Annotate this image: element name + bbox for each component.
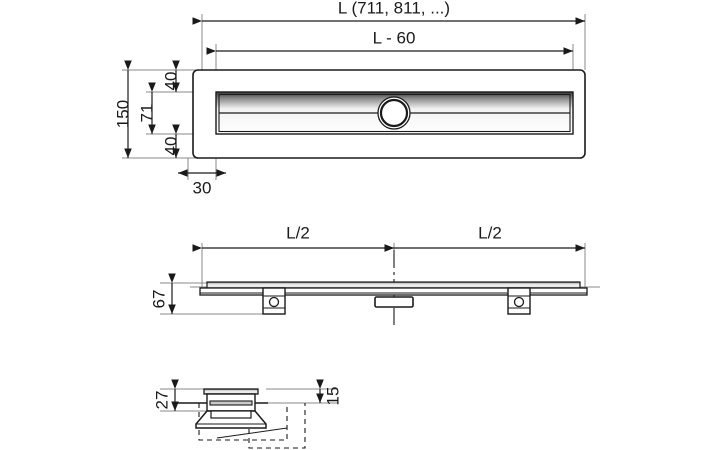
detail-height-right-label: 15 [323, 387, 342, 406]
foot-bolt-hole-right [513, 296, 525, 308]
center-outlet-spigot [374, 296, 414, 308]
detail-foot-band [209, 400, 253, 406]
grate-length-label: L - 60 [373, 28, 416, 47]
side-height-label: 67 [149, 290, 168, 309]
inner-height-label: 71 [137, 104, 156, 123]
detail-foot-cap [203, 388, 259, 395]
detail-view-group: 27 15 [152, 379, 342, 449]
mounting-foot-left [262, 287, 286, 315]
foot-bolt-hole-left [268, 296, 280, 308]
side-channel-body [199, 287, 588, 296]
total-height-label: 150 [113, 100, 132, 128]
detail-foot-body [195, 388, 267, 429]
offset-top-label: 40 [161, 72, 180, 91]
half-length-right-label: L/2 [478, 223, 502, 242]
detail-leader-line [216, 427, 288, 439]
detail-foot-inner-box [210, 410, 252, 419]
side-view-group: L/2 L/2 67 [149, 223, 600, 325]
mounting-foot-right [507, 287, 531, 315]
end-width-label: 30 [193, 178, 212, 197]
detail-height-left-label: 27 [152, 391, 171, 410]
offset-bottom-label: 40 [161, 137, 180, 156]
overall-length-label: L (711, 811, ...) [338, 0, 450, 17]
top-view-group: L (711, 811, ...) L - 60 150 71 40 40 30 [113, 0, 586, 197]
side-top-flange [206, 281, 581, 289]
half-length-left-label: L/2 [286, 223, 310, 242]
circular-drain-outlet-inner [379, 98, 409, 128]
